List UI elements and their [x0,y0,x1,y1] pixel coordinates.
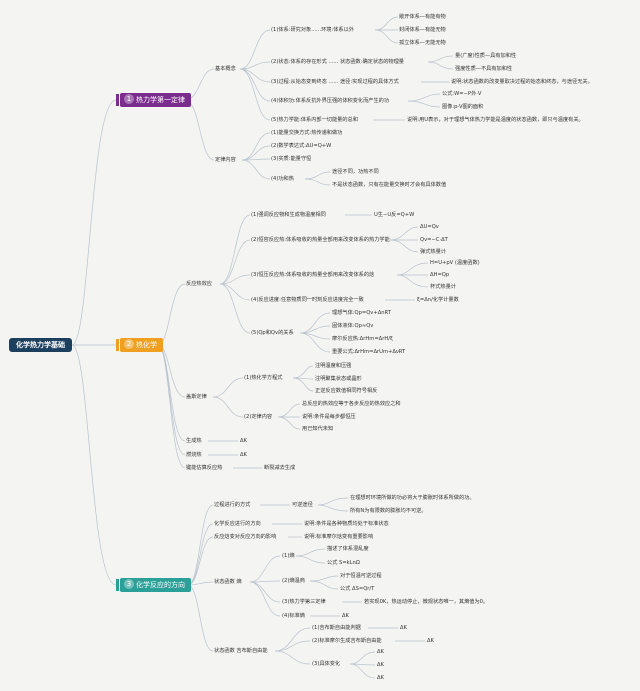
node-qp-qv[interactable]: (5)Qp和Qv的关系 [251,330,294,336]
node-formation-heat-value[interactable]: ΔK [240,438,247,444]
node-state-function-entropy[interactable]: 状态函数 熵 [214,579,242,585]
node-standard-gibbs-value[interactable]: ΔK [427,638,434,644]
node-gibbs-criterion[interactable]: (1)吉布斯自由能判据 [312,625,361,631]
node-const-pressure[interactable]: (3)恒压反应热:体系吸收的热量全部用来改变体系的焓 [251,272,375,278]
node-internal-energy[interactable]: (5)热力学能:体系内部一切能量的总和 [271,117,358,123]
node-extent[interactable]: (4)反应进度:任意物质同一时刻反应进度完全一致 [251,297,364,303]
node-enthalpy[interactable]: H=U+pV (温度函数) [430,260,480,266]
node-standard-entropy-value[interactable]: ΔK [342,613,349,619]
node-process-mode[interactable]: 过程进行的方式 [214,502,251,508]
node-specific-change-b[interactable]: ΔK [377,662,384,668]
node-thermo-equation[interactable]: (1)热化学方程式 [244,375,283,381]
root-node[interactable]: 化学热力学基础 [9,338,72,352]
node-third-law[interactable]: (3)热力学第三定律 [282,599,326,605]
node-open-system[interactable]: 敞开体系—有能有物 [399,14,446,20]
node-internal-energy-note[interactable]: 说明:用U表示，对于理想气体热力学能是温度的状态函数，即只与温度有关。 [407,117,584,123]
node-entropy[interactable]: (1)熵 [282,553,295,559]
node-basic-concepts[interactable]: 基本概念 [215,66,236,72]
node-temp-same-formula[interactable]: U生−U反=Q+W [374,212,415,218]
main-topic-3-label: 化学反应的方向 [136,581,185,589]
node-intensive[interactable]: 强度性质—不具有加和性 [455,66,513,72]
node-reaction-direction-note[interactable]: 说明:条件是各种物质均处于标准状态 [304,521,389,527]
node-specific-change[interactable]: (3)具体变化 [312,661,341,667]
node-math-expression[interactable]: (2)数学表达式:ΔU=Q+W [271,143,332,149]
node-work-graph[interactable]: 图像:p-V图的面积 [442,104,484,110]
node-reversible-note-2[interactable]: 所有N为有限数的膨胀均不可逆。 [350,508,427,514]
node-closed-system[interactable]: 封闭体系—有能无物 [399,27,446,33]
main-1-bar [116,94,119,106]
node-entropy-change-formula[interactable]: 公式 ΔS=Qr/T [340,586,375,592]
node-combustion-heat[interactable]: 燃烧热 [186,452,202,458]
node-solid-liquid[interactable]: 固体液体:Qp≈Qv [332,323,374,329]
node-gibbs-criterion-value[interactable]: ΔK [400,625,407,631]
node-key-formula[interactable]: 重要公式:ΔrHm=ΔrUm+ΔνRT [332,349,406,355]
node-temp-same[interactable]: (1)强调反应物和生成物温度相同 [251,212,326,218]
node-ideal-gas[interactable]: 理想气体:Qp=Qv+ΔnRT [332,310,391,316]
main-2-bar [116,339,119,351]
node-combustion-heat-value[interactable]: ΔK [240,452,247,458]
main-topic-2-number: 2 [124,339,134,349]
node-essence[interactable]: (3)实质:能量守恒 [271,156,312,162]
node-work-heat[interactable]: (4)功和热 [271,176,294,182]
node-reversible-note-1[interactable]: 在理想时环境所做的功必将大于膨胀时体系所做的功。 [350,495,475,501]
node-state-function-gibbs[interactable]: 状态函数 吉布斯自由能 [214,648,268,654]
node-enthalpy-effect[interactable]: 反应焓变对反应方向的影响 [214,534,277,540]
main-topic-1-label: 热力学第一定律 [136,96,185,104]
node-isolated-system[interactable]: 孤立体系—无能无物 [399,40,446,46]
node-reversible-isothermal[interactable]: 对于恒温可逆过程 [340,573,382,579]
node-const-pressure-steps[interactable]: 说明:条件是每步都恒压 [302,414,356,420]
node-state[interactable]: (2)状态:体系的存在形式 ...... 状态函数:确定状态的物理量 [271,59,404,65]
node-third-law-note[interactable]: 若实现0K，热运动停止，微观状态唯一，其熵值为0。 [364,599,489,605]
node-sum-steps[interactable]: 总反应的热效应等于各步反应的热效应之和 [302,401,401,407]
node-reaction-direction[interactable]: 化学反应进行的方向 [214,521,261,527]
node-standard-entropy[interactable]: (4)标准熵 [282,613,305,619]
node-work-heat-a[interactable]: 途径不同，功热不同 [332,169,379,175]
node-reversible-path[interactable]: 可逆途径 [292,502,313,508]
node-qv-2[interactable]: Qv=−C·ΔT [420,237,448,243]
main-topic-2-label: 热化学 [136,341,157,349]
node-volume-work[interactable]: (4)体积功:体系反抗外界压强的体积变化而产生的功 [271,98,390,104]
node-note-state[interactable]: 注明聚集状态或晶形 [315,376,362,382]
main-3-bar [116,579,119,591]
node-enthalpy-effect-note[interactable]: 说明:标准摩尔焓变有重要影响 [304,534,374,540]
node-bond-energy-note[interactable]: 断裂减去生成 [264,465,296,471]
node-molar-heat[interactable]: 摩尔反应热:ΔrHm=ΔrH/ξ [332,336,393,342]
node-extent-formula[interactable]: ξ=Δn/化学计量数 [417,297,459,303]
node-bond-energy[interactable]: 键能估算反应热 [186,465,223,471]
node-note-reverse[interactable]: 正逆反应数值相同符号相反 [315,388,378,394]
node-specific-change-a[interactable]: ΔK [377,649,384,655]
node-law-content-2[interactable]: (2)定律内容 [244,414,273,420]
node-system[interactable]: (1)体系:研究对象......环境:体系以外 [271,27,354,33]
node-extensive[interactable]: 量(广度)性质—具有加和性 [455,53,517,59]
node-known-unknown[interactable]: 用已知代未知 [302,426,334,432]
node-law-content[interactable]: 定律内容 [215,157,236,163]
node-reaction-heat[interactable]: 反应热效应 [186,281,212,287]
node-formation-heat[interactable]: 生成热 [186,438,202,444]
node-entropy-disorder[interactable]: 描述了体系混乱度 [327,546,369,552]
node-process[interactable]: (3)过程:从始态变到终态 ...... 途径:实现过程的具体方式 [271,79,399,85]
node-specific-change-c[interactable]: ΔK [377,675,384,681]
node-note-temp-pressure[interactable]: 注明温度和压强 [315,363,352,369]
node-work-formula[interactable]: 公式:W=−P外·V [442,91,482,97]
main-topic-1-number: 1 [124,94,134,104]
node-qv-1[interactable]: ΔU=Qv [420,224,439,230]
node-bomb-calorimeter[interactable]: 弹式热量计 [420,249,446,255]
node-qp[interactable]: ΔH=Qp [430,272,450,278]
node-energy-exchange[interactable]: (1)能量交换方式:热传递和做功 [271,130,343,136]
node-work-heat-b[interactable]: 不是状态函数，只有在能量交换时才会有具体数值 [332,182,447,188]
node-process-note[interactable]: 说明:状态函数的改变量取决过程的始态和终态，与途径无关。 [451,79,593,85]
node-entropy-formula[interactable]: 公式 S=kLnΩ [327,560,360,566]
node-hess-law[interactable]: 盖斯定律 [186,394,207,400]
node-entropy-temp-quotient[interactable]: (2)熵温商 [282,578,305,584]
node-cup-calorimeter[interactable]: 杯式热量计 [430,284,456,290]
node-standard-gibbs[interactable]: (2)标准摩尔生成吉布斯自由能 [312,638,382,644]
main-topic-3-number: 3 [124,579,134,589]
node-const-volume[interactable]: (2)恒容反应热:体系吸收的热量全部用来改变体系的热力学能 [251,237,390,243]
